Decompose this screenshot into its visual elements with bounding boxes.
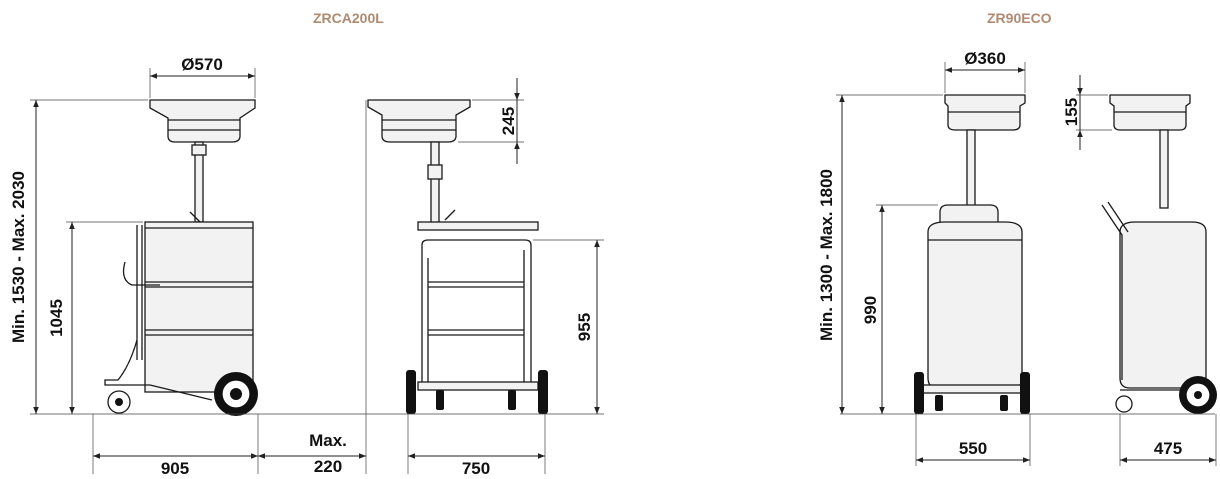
zr90-dim-bowl-height: 155 xyxy=(1062,75,1112,150)
zrca-dim-bowl-diameter: Ø570 xyxy=(149,55,256,98)
zrca-frame-height-label: 955 xyxy=(575,313,594,341)
zr90-dim-height-range: Min. 1300 - Max. 1800 xyxy=(817,94,943,414)
zr90-bowl-diameter-label: Ø360 xyxy=(964,49,1006,68)
zr90eco-front-view xyxy=(914,94,1030,414)
zrca200l-side-view xyxy=(104,99,258,416)
zrca-dim-frame-height: 955 xyxy=(533,239,604,414)
zrca-length-label: 905 xyxy=(161,459,189,478)
zr90-width-label: 550 xyxy=(959,439,987,458)
zrca-dim-bowl-height: 245 xyxy=(458,78,524,164)
zrca-height-range-label: Min. 1530 - Max. 2030 xyxy=(9,171,28,343)
zrca-dim-drum-height: 1045 xyxy=(47,221,143,414)
zrca-offset-label-line2: 220 xyxy=(314,457,342,476)
zrca-dim-offset: Max. 220 xyxy=(258,100,367,476)
model-title-zr90eco: ZR90ECO xyxy=(987,10,1052,26)
zr90-dim-depth: 475 xyxy=(1119,414,1217,466)
zrca-bowl-diameter-label: Ø570 xyxy=(181,55,223,74)
zr90-bowl-height-label: 155 xyxy=(1062,98,1081,126)
zr90-depth-label: 475 xyxy=(1154,439,1182,458)
zrca-dim-length: 905 xyxy=(92,414,259,478)
zrca-drum-height-label: 1045 xyxy=(47,299,66,337)
zr90-dim-width: 550 xyxy=(915,414,1031,466)
zrca200l-front-view xyxy=(367,99,548,414)
zrca-bowl-height-label: 245 xyxy=(499,107,518,135)
zr90-dim-tank-height: 990 xyxy=(861,204,938,414)
zr90-height-range-label: Min. 1300 - Max. 1800 xyxy=(817,169,836,341)
zrca-offset-label-line1: Max. xyxy=(309,431,347,450)
model-title-zrca200l: ZRCA200L xyxy=(313,10,384,26)
zrca-width-label: 750 xyxy=(462,459,490,478)
zr90-dim-bowl-diameter: Ø360 xyxy=(944,49,1026,93)
zrca-dim-width: 750 xyxy=(407,414,546,478)
zr90eco-side-view xyxy=(1101,94,1217,414)
zr90-tank-height-label: 990 xyxy=(861,296,880,324)
zrca-dim-height-range: Min. 1530 - Max. 2030 xyxy=(9,99,148,414)
